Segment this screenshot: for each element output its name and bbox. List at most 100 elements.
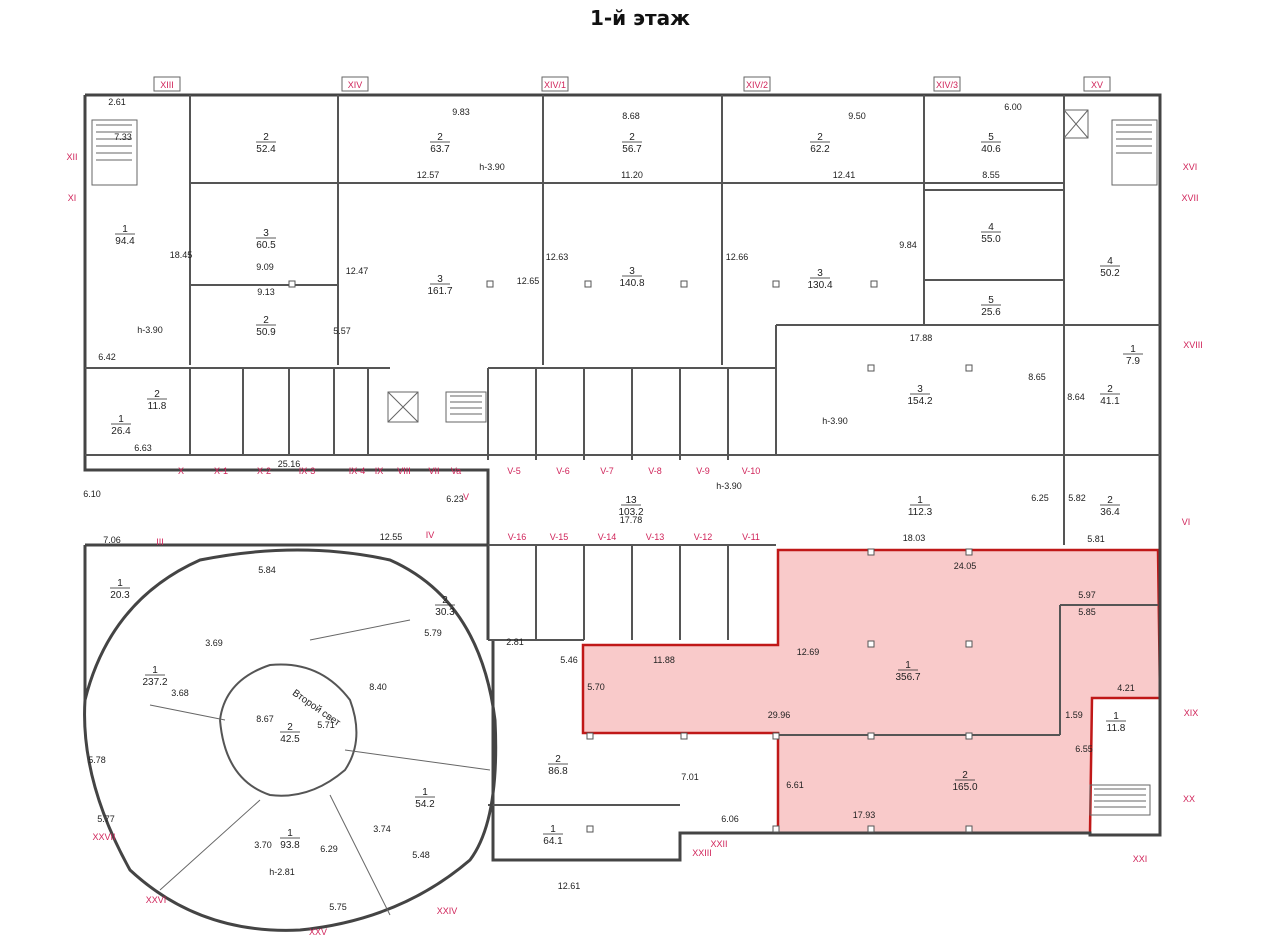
room-area-r1_112: 112.3 — [908, 507, 933, 518]
room-area-r4_55: 55.0 — [981, 234, 1001, 245]
dimension-10: 18.45 — [170, 250, 193, 260]
plan-title: 1-й этаж — [589, 6, 691, 30]
dimension-55: 3.70 — [254, 840, 272, 850]
room-area-r13_103: 103.2 — [618, 507, 643, 518]
dimension-36: 6.06 — [721, 814, 739, 824]
dimension-3: 8.68 — [622, 111, 640, 121]
dimension-23: 6.63 — [134, 443, 152, 453]
room-number-r2_50: 2 — [263, 315, 269, 326]
room-number-r2_36: 2 — [1107, 495, 1113, 506]
axis-label-right-2: XVIII — [1183, 340, 1203, 350]
room-number-r3_154: 3 — [917, 384, 923, 395]
dimension-35: 6.61 — [786, 780, 804, 790]
room-number-r1_112: 1 — [917, 495, 923, 506]
axis-label-top-0: XIII — [160, 80, 174, 90]
dimension-41: 7.06 — [103, 535, 121, 545]
room-number-r2_42: 2 — [287, 722, 293, 733]
dimension-49: 5.78 — [88, 755, 106, 765]
axis-label-row1-0: X — [178, 466, 184, 476]
axis-label-top-1: XIV — [348, 80, 363, 90]
ceiling-height-0: h-3.90 — [479, 162, 505, 172]
room-area-r1_356: 356.7 — [895, 672, 920, 683]
room-number-r3_161: 3 — [437, 274, 443, 285]
axis-label-left-0: XII — [66, 152, 77, 162]
dimension-17: 9.13 — [257, 287, 275, 297]
axis-label-right-4: XIX — [1184, 708, 1199, 718]
axis-label-row2-0: III — [156, 537, 164, 547]
room-area-r1_26: 26.4 — [111, 426, 131, 437]
dimension-58: 6.23 — [446, 494, 464, 504]
elevator-top-right — [1063, 109, 1089, 139]
dimension-42: 5.84 — [258, 565, 276, 575]
dimension-31: 11.88 — [653, 655, 675, 665]
axis-label-row1-3: IX-3 — [299, 466, 316, 476]
dimension-15: 9.84 — [899, 240, 917, 250]
room-number-r1_64: 1 — [550, 824, 556, 835]
axis-label-row1-1: X-1 — [214, 466, 228, 476]
dimension-9: 8.55 — [982, 170, 1000, 180]
room-number-r1_237: 1 — [152, 665, 158, 676]
axis-label-row1-9: V-5 — [507, 466, 521, 476]
room-area-r1_64: 64.1 — [543, 836, 563, 847]
dimension-29: 5.85 — [1078, 607, 1096, 617]
room-number-r2_63: 2 — [437, 132, 443, 143]
staircase-top-left — [91, 119, 138, 186]
room-area-r1_20: 20.3 — [110, 590, 130, 601]
room-area-r4_50: 50.2 — [1100, 268, 1120, 279]
room-labels: 194.4252.4263.7256.7262.2540.6360.53161.… — [110, 132, 1143, 877]
dimension-0: 2.61 — [108, 97, 126, 107]
dimension-60: 5.82 — [1068, 493, 1086, 503]
dimension-7: 11.20 — [621, 170, 643, 180]
dimension-50: 5.77 — [97, 814, 115, 824]
room-number-r1_93: 1 — [287, 828, 293, 839]
dimension-51: 12.61 — [558, 881, 581, 891]
dimension-6: 12.57 — [417, 170, 440, 180]
axis-marker-box — [541, 76, 569, 92]
dimension-24: 25.16 — [278, 459, 301, 469]
small-shops-row — [85, 367, 1160, 460]
dimension-52: 5.75 — [329, 902, 347, 912]
room-number-r3_60: 3 — [263, 228, 269, 239]
room-area-r5_25: 25.6 — [981, 307, 1001, 318]
dimension-27: 24.05 — [954, 561, 977, 571]
dimension-28: 5.97 — [1078, 590, 1096, 600]
room-number-r4_50: 4 — [1107, 256, 1113, 267]
dimension-40: 12.55 — [380, 532, 403, 542]
atrium-outer — [83, 548, 498, 932]
dimension-57: 6.10 — [83, 489, 101, 499]
room-area-r1_11b: 11.8 — [1107, 723, 1126, 734]
axis-label-row1-7: VII — [428, 466, 439, 476]
room-number-r2_52: 2 — [263, 132, 269, 143]
room-area-r1_7: 7.9 — [1126, 356, 1140, 367]
axis-marker-box — [153, 76, 181, 92]
staircase-top-right — [1111, 119, 1158, 186]
axis-marker-box — [1083, 76, 1111, 92]
dimension-47: 8.67 — [256, 714, 274, 724]
dimension-12: 12.65 — [517, 276, 540, 286]
room-number-r2_62: 2 — [817, 132, 823, 143]
dimension-59: 6.25 — [1031, 493, 1049, 503]
dimension-13: 12.63 — [546, 252, 569, 262]
highlighted-area[interactable] — [581, 548, 1162, 835]
room-area-r1_237: 237.2 — [142, 677, 167, 688]
room-area-r2_30: 30.3 — [435, 607, 455, 618]
room-area-r2_41: 41.1 — [1100, 396, 1120, 407]
dimension-21: 8.64 — [1067, 392, 1085, 402]
axis-label-bottom-1: XXII — [710, 839, 727, 849]
room-number-r3_130: 3 — [817, 268, 823, 279]
ceiling-height-4: h-2.81 — [269, 867, 295, 877]
axis-label-row1-14: V-10 — [742, 466, 761, 476]
staircase-lower-right — [1089, 784, 1151, 816]
axis-label-bottom-4: XXV — [309, 927, 327, 937]
room-area-r2_165: 165.0 — [952, 782, 977, 793]
dimension-30: 12.69 — [797, 647, 820, 657]
room-number-r1_26: 1 — [118, 414, 124, 425]
axis-label-right-3: VI — [1182, 517, 1191, 527]
axis-label-right-0: XVI — [1183, 162, 1198, 172]
axis-label-row1-13: V-9 — [696, 466, 710, 476]
axis-label-row2-2: V — [463, 492, 469, 502]
dimension-4: 9.50 — [848, 111, 866, 121]
axis-marker-box — [743, 76, 771, 92]
room-number-r1_7: 1 — [1130, 344, 1136, 355]
